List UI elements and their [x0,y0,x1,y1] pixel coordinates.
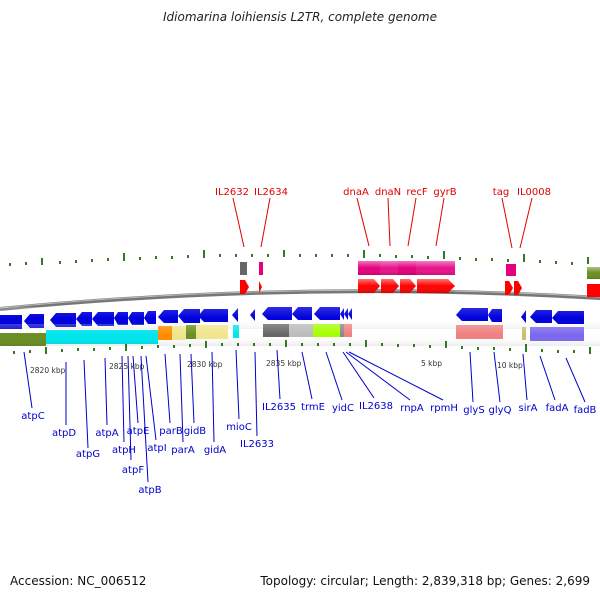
map-title: Idiomarina loihiensis L2TR, complete gen… [162,10,437,24]
arrow-il0008 [514,281,522,295]
gene-label-atpE[interactable]: atpE [127,426,150,437]
gene-label-sirA[interactable]: sirA [519,403,538,414]
gene-label-dnaA[interactable]: dnaA [343,187,369,198]
gene-label-IL2638[interactable]: IL2638 [359,401,393,412]
gene-label-glyQ[interactable]: glyQ [489,405,512,416]
arrow-tag [505,281,513,295]
gene-label-recF[interactable]: recF [406,187,428,198]
arrow-il2634 [259,281,262,293]
scale-label-2820: 2820 kbp [30,366,66,375]
gene-label-parA[interactable]: parA [171,445,195,456]
gene-label-fadA[interactable]: fadA [546,403,569,414]
gene-label-fadB[interactable]: fadB [574,405,597,416]
gene-label-atpD[interactable]: atpD [52,428,76,439]
feature-tag[interactable] [506,264,516,276]
gene-label-atpB[interactable]: atpB [138,485,161,496]
gene-label-glyS[interactable]: glyS [463,405,484,416]
gene-label-atpA[interactable]: atpA [95,428,118,439]
top-ticks [9,250,589,266]
gene-label-gyrB[interactable]: gyrB [433,187,456,198]
gene-label-parB[interactable]: parB [159,426,183,437]
gene-label-mioC[interactable]: mioC [226,422,252,433]
scale-label-2830: 2830 kbp [187,360,223,369]
gene-label-rnpA[interactable]: rnpA [400,403,424,414]
gene-label-IL2635[interactable]: IL2635 [262,402,296,413]
gene-label-gidA[interactable]: gidA [204,445,226,456]
feature-il2632[interactable] [240,262,247,275]
arrow-right-edge [587,284,600,297]
gene-label-rpmH[interactable]: rpmH [430,403,458,414]
scale-label-2835: 2835 kbp [266,359,302,368]
gene-label-atpC[interactable]: atpC [21,411,44,422]
gene-label-yidC[interactable]: yidC [332,403,354,414]
gene-label-IL0008[interactable]: IL0008 [517,187,551,198]
gene-label-IL2633[interactable]: IL2633 [240,439,274,450]
accession-text: Accession: NC_006512 [10,574,147,588]
gene-label-dnaN[interactable]: dnaN [375,187,401,198]
bottom-label-leaders [23,349,586,483]
gene-label-atpG[interactable]: atpG [76,449,100,460]
scale-label-10: 10 kbp [497,361,523,370]
forward-feature-track [240,261,600,297]
gene-label-atpF[interactable]: atpF [122,465,144,476]
top-label-leaders [232,197,533,249]
reverse-feature-track [0,307,600,346]
gene-label-gidB[interactable]: gidB [184,426,206,437]
gene-label-IL2632[interactable]: IL2632 [215,187,249,198]
gene-label-trmE[interactable]: trmE [301,402,325,413]
scale-label-5: 5 kbp [421,359,442,368]
gene-label-IL2634[interactable]: IL2634 [254,187,288,198]
gene-label-atpH[interactable]: atpH [112,445,136,456]
gene-label-tag[interactable]: tag [493,187,509,198]
arrow-il2632 [240,280,249,294]
gene-label-atpI[interactable]: atpI [147,443,166,454]
scale-label-2825: 2825 kbp [109,362,145,371]
feature-il2634[interactable] [259,262,263,275]
genome-summary-text: Topology: circular; Length: 2,839,318 bp… [260,574,590,588]
